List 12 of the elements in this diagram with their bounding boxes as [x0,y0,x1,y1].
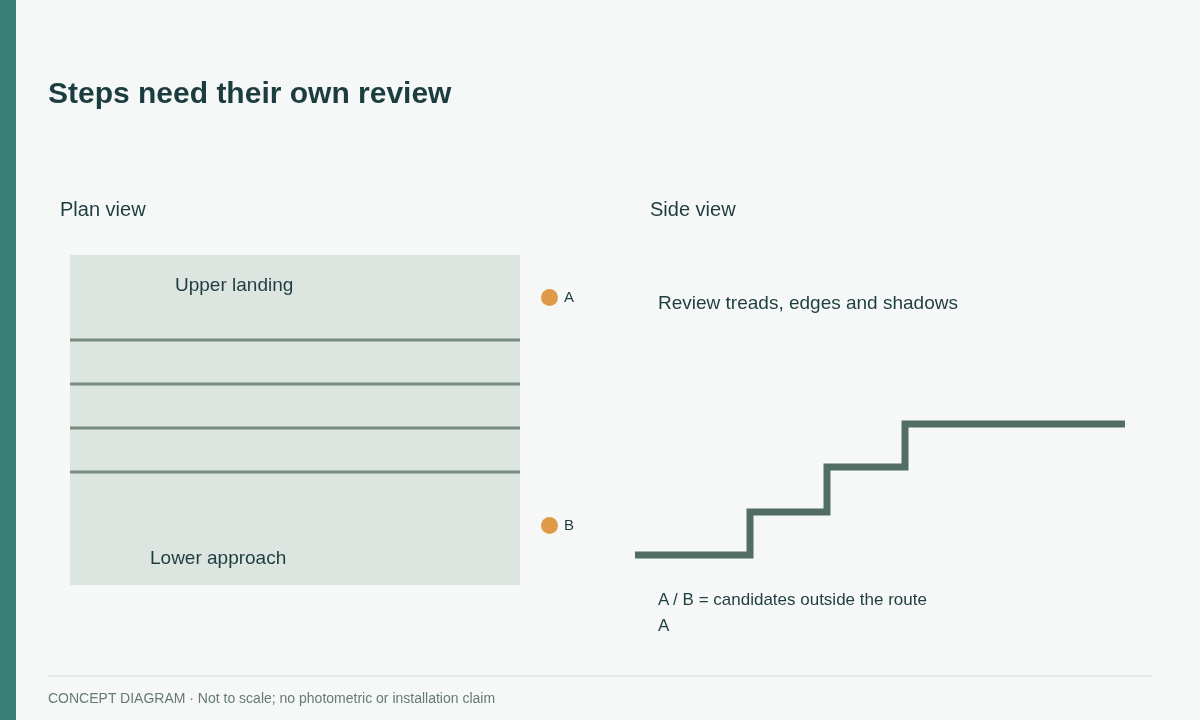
marker-label: A [564,288,574,305]
area-label: Upper landing [175,274,294,296]
note-text: Review treads, edges and shadows [658,292,958,314]
view-heading: Plan view [60,198,146,221]
area-label: Lower approach [150,547,287,569]
note-text: A / B = candidates outside the route [658,590,927,610]
title: Steps need their own review [48,76,452,110]
plan-area [70,255,520,585]
marker-label: B [564,516,574,533]
footer-note: CONCEPT DIAGRAM · Not to scale; no photometric or installation claim [48,690,496,706]
view-heading: Side view [650,198,736,221]
note-text: A [658,616,670,636]
